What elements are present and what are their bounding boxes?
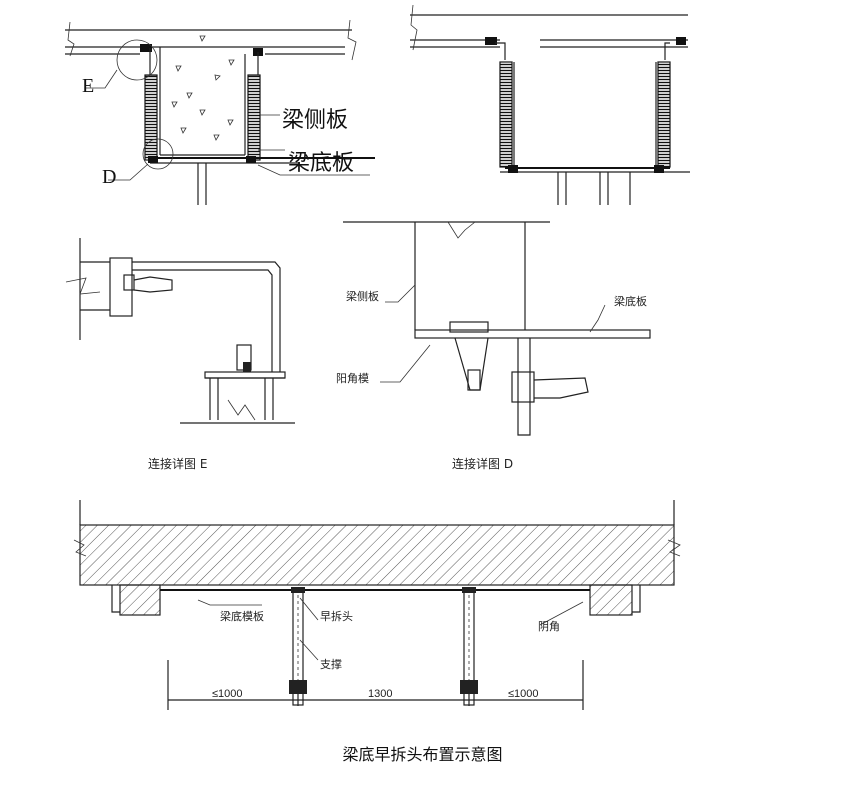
label-beam-side-panel: 梁侧板	[282, 108, 348, 133]
label-early-strip-head: 早拆头	[320, 609, 353, 623]
top-left-beam-section	[65, 19, 375, 205]
bottom-layout-drawing	[73, 500, 681, 710]
label-bottom-form: 梁底模板	[220, 609, 264, 623]
top-right-formwork-section	[410, 4, 690, 205]
detail-D-label-beam-side: 梁侧板	[346, 289, 379, 303]
label-support: 支撑	[320, 657, 342, 671]
caption-detail-E: 连接详图 E	[148, 456, 207, 471]
detail-D-drawing	[343, 221, 651, 436]
label-beam-bottom-panel: 梁底板	[288, 151, 354, 176]
label-inner-corner: 阴角	[538, 620, 560, 633]
detail-D-label-beam-bottom: 梁底板	[614, 294, 647, 308]
figure-caption: 梁底早拆头布置示意图	[342, 745, 503, 764]
detail-D-label-corner: 阳角模	[336, 372, 369, 385]
dim-right: ≤1000	[508, 688, 539, 700]
label-E: E	[82, 75, 94, 97]
dim-left: ≤1000	[212, 688, 243, 700]
dim-middle: 1300	[368, 688, 392, 700]
label-D: D	[102, 166, 116, 188]
detail-E-drawing	[65, 238, 295, 424]
caption-detail-D: 连接详图 D	[452, 456, 513, 471]
